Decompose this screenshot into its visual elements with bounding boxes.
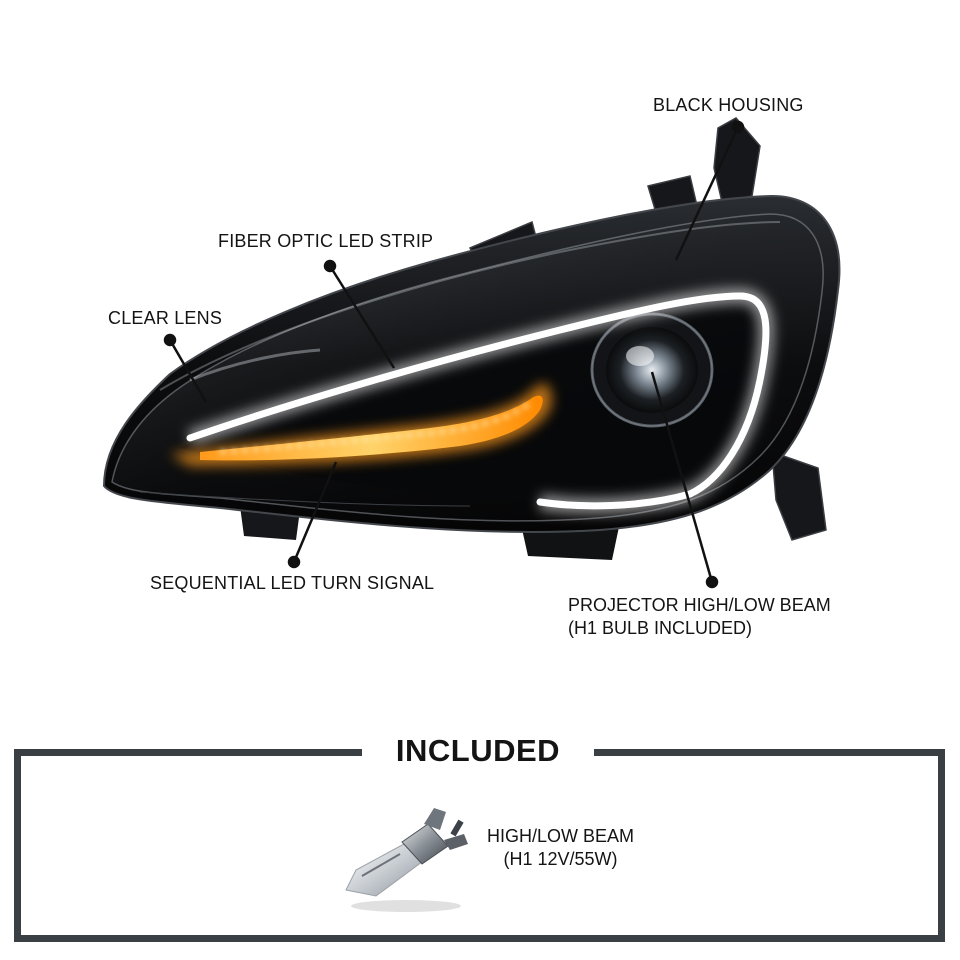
callout-leaders xyxy=(163,120,745,589)
callout-projector: PROJECTOR HIGH/LOW BEAM (H1 BULB INCLUDE… xyxy=(568,594,831,640)
bulb-line2: (H1 12V/55W) xyxy=(503,849,618,869)
included-title-gap xyxy=(362,740,594,770)
sequential-turn-signal xyxy=(170,383,553,466)
bulb-line1: HIGH/LOW BEAM xyxy=(487,826,635,846)
callout-black-housing: BLACK HOUSING xyxy=(653,95,804,115)
callout-fiber-optic: FIBER OPTIC LED STRIP xyxy=(218,231,434,251)
included-title: INCLUDED xyxy=(395,733,561,768)
callout-clear-lens: CLEAR LENS xyxy=(108,308,223,328)
projector-lens xyxy=(590,312,714,428)
headlight-illustration xyxy=(102,117,841,589)
bulb-description: HIGH/LOW BEAM (H1 12V/55W) xyxy=(487,825,634,871)
callout-projector-line1: PROJECTOR HIGH/LOW BEAM xyxy=(568,595,831,615)
callout-projector-line2: (H1 BULB INCLUDED) xyxy=(568,618,753,638)
fiber-optic-led-strip xyxy=(186,287,774,514)
h1-bulb-icon xyxy=(345,808,468,912)
callout-sequential-turn-signal: SEQUENTIAL LED TURN SIGNAL xyxy=(150,573,435,593)
